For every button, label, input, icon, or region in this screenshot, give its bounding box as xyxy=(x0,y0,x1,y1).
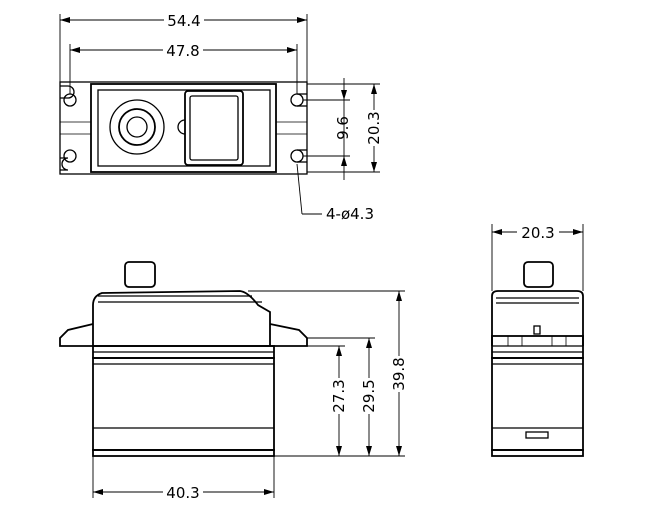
hole-callout-leader xyxy=(296,163,303,215)
output-shaft xyxy=(126,116,148,138)
mounting-holes-callout: 4-ø4.3 xyxy=(326,205,374,223)
dimension-overall-width: 54.4 xyxy=(167,12,200,30)
dimension-hole-row-spacing: 9.6 xyxy=(334,116,352,140)
dimension-side-width: 20.3 xyxy=(521,224,554,242)
top-cover xyxy=(184,90,244,166)
dimension-lower-body-height: 27.3 xyxy=(330,379,348,412)
output-shaft-front xyxy=(124,261,156,288)
mounting-hole-right-top xyxy=(290,93,304,107)
dimension-hole-spacing: 47.8 xyxy=(166,42,199,60)
lower-case-front xyxy=(92,357,275,451)
middle-case-side xyxy=(491,335,584,359)
side-view: 20.3 xyxy=(491,223,584,457)
upper-case-front xyxy=(92,290,271,346)
dimension-overall-height: 39.8 xyxy=(390,357,408,390)
dimension-flange-height: 29.5 xyxy=(360,379,378,412)
upper-case-side xyxy=(491,290,584,346)
front-view: 27.3 29.5 39.8 40.3 xyxy=(59,261,408,502)
dimension-body-depth: 20.3 xyxy=(365,111,383,144)
lower-case-side xyxy=(491,357,584,451)
output-shaft-housing xyxy=(109,99,165,155)
dimension-body-width: 40.3 xyxy=(166,484,199,502)
mounting-hole-left-bottom xyxy=(60,157,69,171)
mounting-flange-outline xyxy=(59,81,308,175)
body-outline xyxy=(90,83,277,173)
mounting-hole-right-bottom xyxy=(290,149,304,163)
body-inner-outline xyxy=(97,89,271,167)
mounting-hole-left-top xyxy=(60,85,75,99)
bottom-cap-front xyxy=(92,449,275,457)
bottom-cap-side xyxy=(491,449,584,457)
output-shaft-side xyxy=(523,261,554,288)
top-view: 54.4 47.8 9.6 20.3 4-ø4.3 xyxy=(59,11,383,223)
output-shaft-ring xyxy=(118,108,156,146)
